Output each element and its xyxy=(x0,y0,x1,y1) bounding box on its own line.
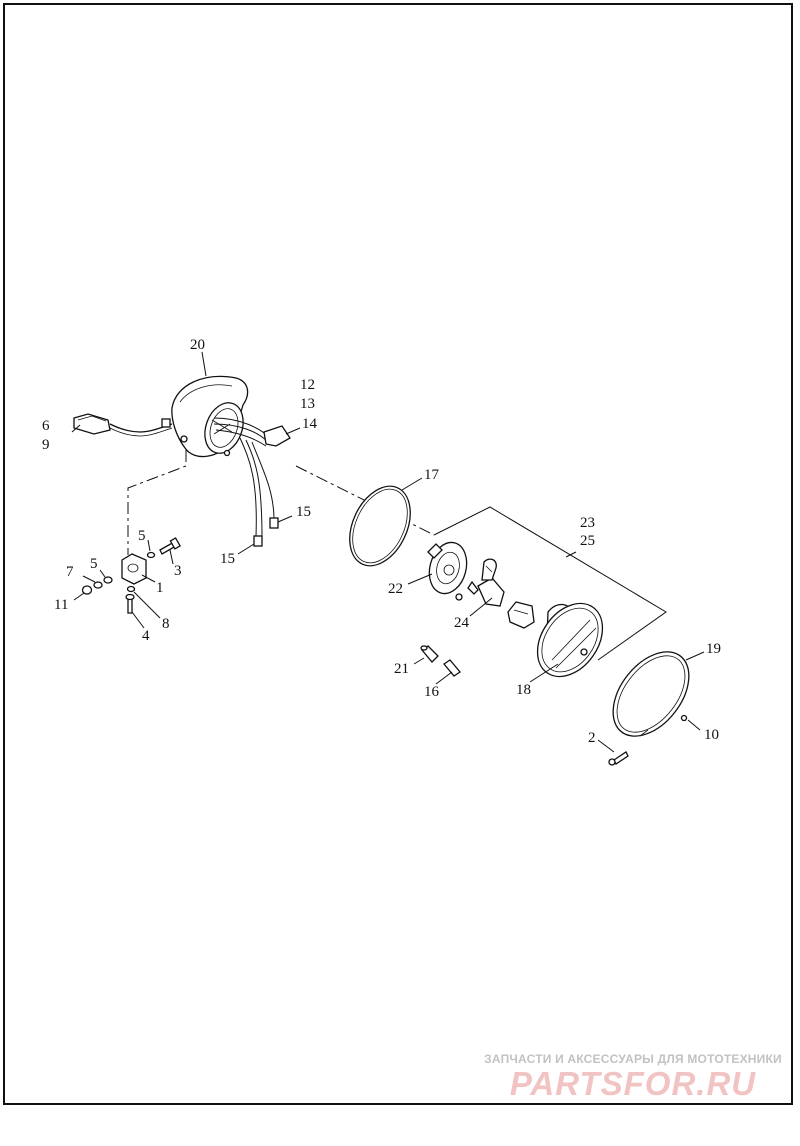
callout-9: 9 xyxy=(42,437,50,453)
callout-8: 8 xyxy=(162,616,170,632)
callout-20: 20 xyxy=(190,337,205,353)
callout-5-upper: 5 xyxy=(138,528,146,544)
headlamp-housing xyxy=(171,375,249,458)
site-watermark: ЗАПЧАСТИ И АКСЕССУАРЫ ДЛЯ МОТОТЕХНИКИ PA… xyxy=(478,1052,788,1102)
callout-7: 7 xyxy=(66,564,74,580)
screw-2 xyxy=(608,751,629,766)
callout-21: 21 xyxy=(394,661,409,677)
washer-8 xyxy=(126,585,136,593)
trim-ring-19 xyxy=(612,651,690,737)
callout-11: 11 xyxy=(54,597,68,613)
headlamp-lens-18 xyxy=(536,602,604,678)
callout-25: 25 xyxy=(580,533,595,549)
washer-5a xyxy=(146,551,156,559)
bolt-3 xyxy=(159,537,181,555)
mount-bracket xyxy=(121,553,147,585)
callout-3: 3 xyxy=(174,563,182,579)
kit-bracket-line xyxy=(433,506,667,661)
bulb-socket-22 xyxy=(427,541,468,595)
washer-7 xyxy=(93,581,103,589)
gasket-ring-17 xyxy=(349,485,411,567)
callout-24: 24 xyxy=(454,615,470,631)
callout-16: 16 xyxy=(424,684,440,700)
nut-10 xyxy=(680,714,688,722)
callout-18: 18 xyxy=(516,682,531,698)
bulb-24 xyxy=(467,558,505,607)
callout-23: 23 xyxy=(580,515,595,531)
bulb-connector xyxy=(507,601,535,629)
callout-12: 12 xyxy=(300,377,315,393)
wire-harness-connector xyxy=(73,413,173,437)
callout-2: 2 xyxy=(588,730,596,746)
callout-4: 4 xyxy=(142,628,150,644)
screw-4 xyxy=(125,593,135,614)
callout-1: 1 xyxy=(156,580,164,596)
pin-16 xyxy=(443,659,461,677)
callout-15-upper: 15 xyxy=(296,504,311,520)
leader-lines xyxy=(71,351,705,753)
washer-5b xyxy=(103,576,113,584)
small-clip xyxy=(455,593,463,601)
callout-13: 13 xyxy=(300,396,315,412)
watermark-tagline: ЗАПЧАСТИ И АКСЕССУАРЫ ДЛЯ МОТОТЕХНИКИ xyxy=(484,1052,782,1066)
callout-17: 17 xyxy=(424,467,440,483)
diagram-frame xyxy=(3,3,793,1105)
callout-19: 19 xyxy=(706,641,721,657)
mount-center-line xyxy=(127,450,187,555)
callout-14: 14 xyxy=(302,416,318,432)
watermark-logo: PARTSFOR.RU xyxy=(509,1065,757,1102)
nut-11 xyxy=(81,585,93,595)
pin-21 xyxy=(420,645,439,663)
callout-22: 22 xyxy=(388,581,403,597)
callout-5-lower: 5 xyxy=(90,556,98,572)
wire-leads xyxy=(213,417,291,547)
callout-10: 10 xyxy=(704,727,719,743)
callout-15-lower: 15 xyxy=(220,551,235,567)
callout-6: 6 xyxy=(42,418,50,434)
